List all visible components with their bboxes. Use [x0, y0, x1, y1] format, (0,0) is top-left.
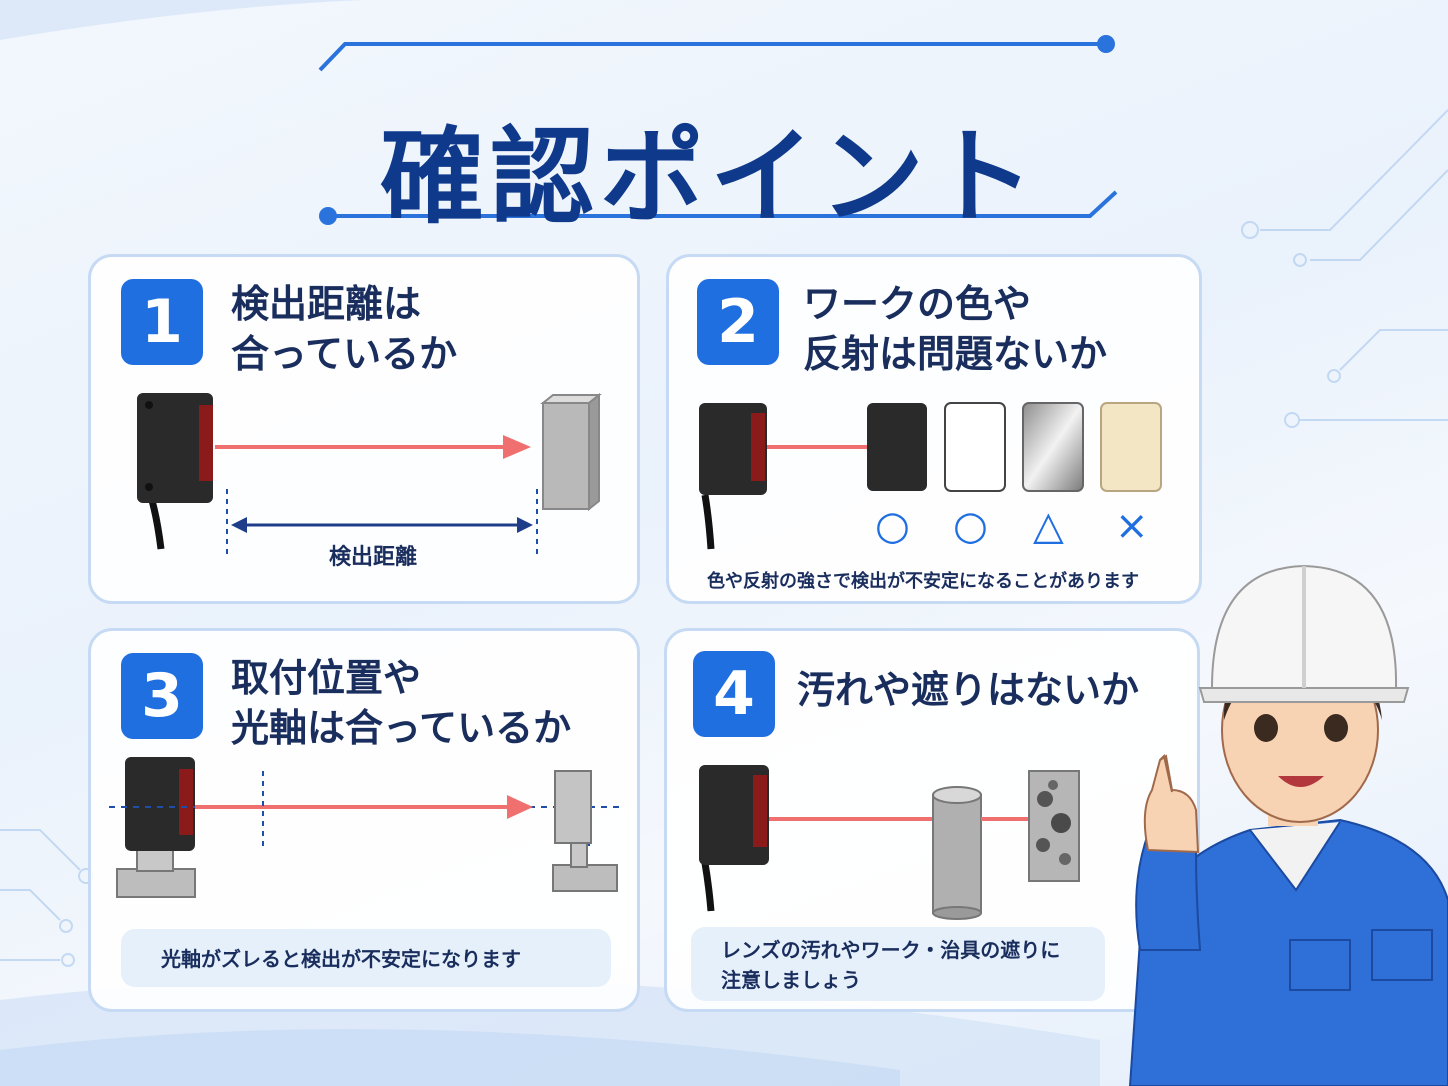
worker-arm: [1135, 754, 1202, 951]
worker-body: [1128, 818, 1448, 1086]
hard-hat-icon: [1198, 564, 1410, 703]
card-note: 色や反射の強さで検出が不安定になることがあります: [707, 571, 1139, 592]
card-heading-line2: 反射は問題ないか: [803, 332, 1108, 376]
card-heading-line1: 取付位置や: [231, 656, 422, 700]
black-sample-icon: [867, 403, 927, 491]
card-note-line1: レンズの汚れやワーク・治具の遮りに: [721, 938, 1061, 962]
card-dirt-obstruction: 4 汚れや遮りはないか レンズの汚れやワーク・治具の遮りに 注意しましょう: [664, 628, 1200, 1012]
card-number-badge: 3: [121, 653, 203, 739]
card-number-badge: 4: [693, 651, 775, 737]
cylinder-obstruction-icon: [932, 786, 982, 920]
color-samples-illustration: [699, 402, 1162, 550]
mark-metal: △: [1033, 503, 1064, 549]
workpiece-block-icon: [540, 392, 602, 512]
dirty-workpiece-icon: [1028, 770, 1080, 882]
white-sample-icon: [944, 402, 1006, 492]
card-number-badge: 2: [697, 279, 779, 365]
title-decoration-lines: [318, 35, 1118, 225]
beige-sample-icon: [1100, 402, 1162, 492]
distance-illustration: [137, 392, 602, 557]
worker-character-illustration: [1128, 564, 1448, 1086]
card-heading: 取付位置や 光軸は合っているか: [231, 653, 571, 753]
page-title: 確認ポイント: [379, 116, 1040, 238]
sensor-icon: [699, 403, 767, 550]
card-mounting-axis: 3 取付位置や 光軸は合っているか 光軸がズレると検出が不安定になります: [88, 628, 640, 1012]
card-heading: 検出距離は 合っているか: [231, 279, 457, 379]
card-color-reflection: 2 ワークの色や 反射は問題ないか ○ ○ △ × 色や反射の強さで検出が不安定…: [666, 254, 1202, 604]
card-note: レンズの汚れやワーク・治具の遮りに 注意しましょう: [691, 927, 1105, 1001]
card-heading-line1: 検出距離は: [231, 282, 422, 326]
obstruction-illustration: [699, 765, 1080, 920]
mark-beige: ×: [1115, 503, 1149, 549]
card-heading-line1: ワークの色や: [803, 282, 1032, 326]
target-on-stand-icon: [552, 770, 618, 892]
sensor-icon: [699, 765, 769, 912]
title-banner: 確認ポイント: [310, 30, 1130, 238]
mark-black: ○: [875, 503, 910, 549]
card-note: 光軸がズレると検出が不安定になります: [121, 929, 611, 987]
card-detection-distance: 1 検出距離は 合っているか 検出距離: [88, 254, 640, 604]
card-heading-line2: 合っているか: [231, 332, 458, 376]
card-note-line2: 注意しましょう: [721, 968, 861, 992]
mounted-sensor-icon: [116, 757, 196, 898]
mark-white: ○: [953, 503, 988, 549]
card-heading: 汚れや遮りはないか: [797, 668, 1140, 712]
card-note-text: 光軸がズレると検出が不安定になります: [161, 947, 521, 971]
card-number-badge: 1: [121, 279, 203, 365]
sensor-icon: [137, 393, 213, 550]
card-heading: ワークの色や 反射は問題ないか: [803, 279, 1107, 379]
distance-label: 検出距離: [329, 545, 418, 570]
card-heading-line2: 光軸は合っているか: [231, 706, 572, 750]
metal-sample-icon: [1022, 402, 1084, 492]
optical-axis-illustration: [109, 757, 621, 898]
